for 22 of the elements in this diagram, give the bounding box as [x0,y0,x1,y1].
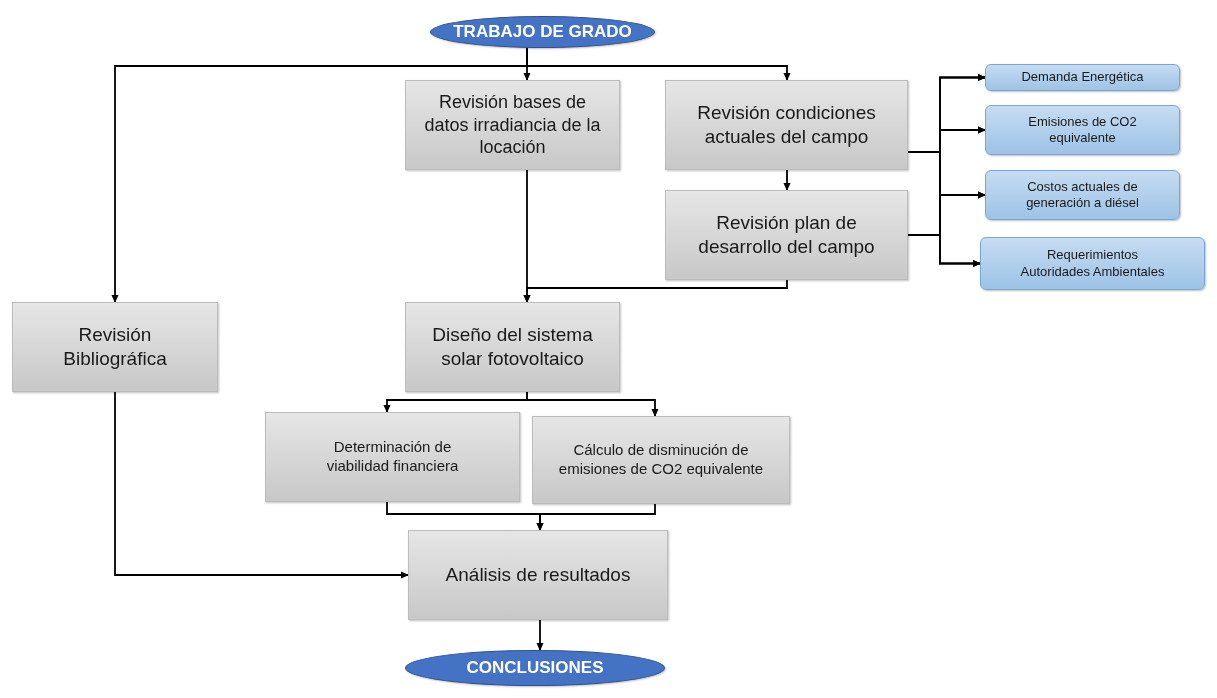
arrow [907,234,981,267]
process-box: Revisión plan de desarrollo del campo [665,190,908,280]
process-box: Análisis de resultados [408,530,668,620]
output-box: Emisiones de CO2 equivalente [985,105,1180,155]
arrow [526,47,791,81]
process-box: Determinación de viabilidad financiera [265,412,520,502]
arrow [526,391,659,417]
process-box: Revisión Bibliográfica [12,302,218,392]
terminal-ellipse: TRABAJO DE GRADO [430,16,655,48]
output-box: Demanda Energética [985,64,1180,91]
arrow [536,503,656,531]
terminal-ellipse: CONCLUSIONES [405,650,665,686]
output-box: Costos actuales de generación a diésel [985,170,1180,220]
output-box: Requerimientos Autoridades Ambientales [980,237,1205,290]
arrow [114,391,409,579]
arrow [523,279,788,303]
process-box: Cálculo de disminución de emisiones de CO2 equivalente [532,416,790,504]
process-box: Revisión condiciones actuales del campo [665,80,908,170]
process-box: Diseño del sistema solar fotovoltaico [405,302,620,392]
process-box: Revisión bases de datos irradiancia de la locación [405,80,620,170]
arrow [783,169,791,191]
arrow [536,619,544,651]
